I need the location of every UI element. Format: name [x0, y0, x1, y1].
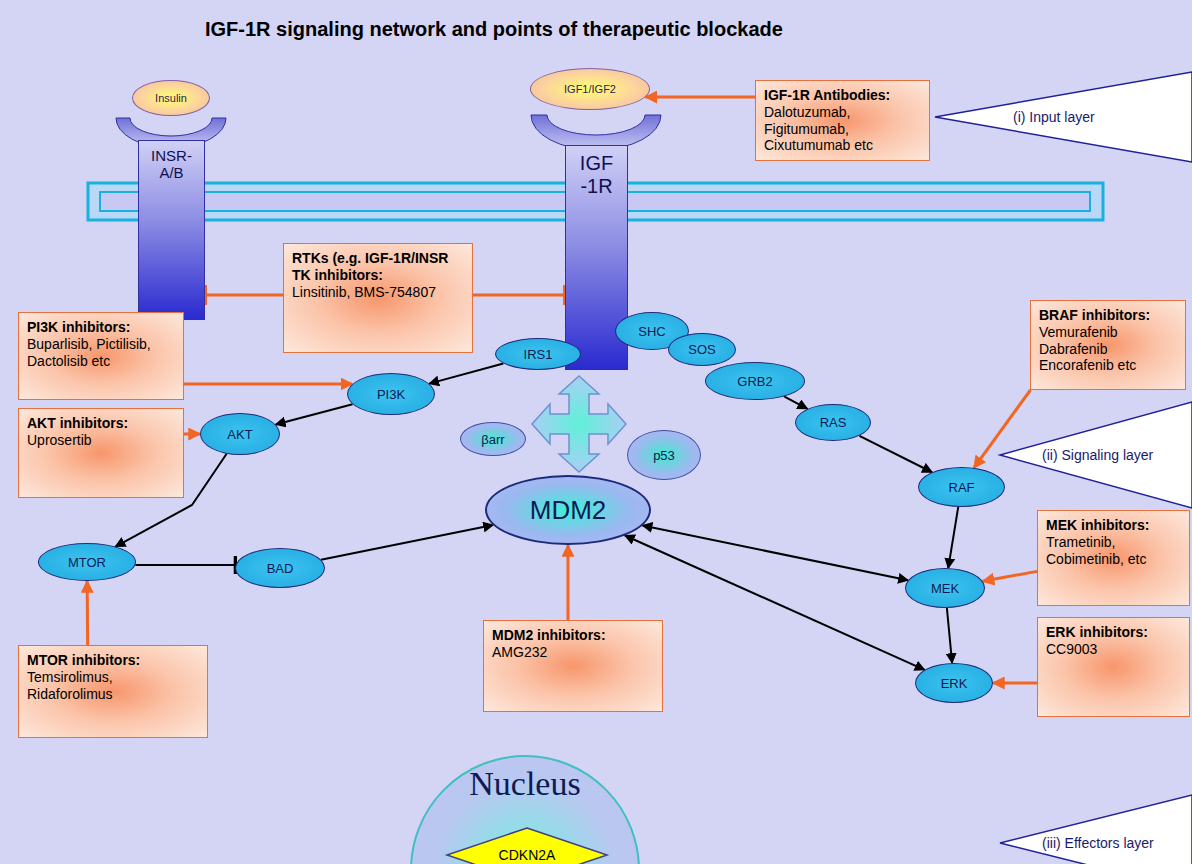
- inhibitor-box: RTKs (e.g. IGF-1R/INSR TK inhibitors:Lin…: [283, 243, 473, 353]
- inhibitor-box: MDM2 inhibitors:AMG232: [483, 620, 663, 712]
- box-body: CC9003: [1046, 641, 1181, 658]
- node-label: IGF1/IGF2: [564, 83, 616, 95]
- node-label: MTOR: [68, 555, 106, 570]
- box-body: Linsitinib, BMS-754807: [292, 284, 464, 301]
- arrow-connector: [321, 525, 493, 560]
- nucleus-circle: NucleusCDKN2A: [410, 755, 640, 864]
- inhibitor-box: IGF-1R Antibodies:Dalotuzumab, Figitumum…: [755, 80, 930, 161]
- box-heading: AKT inhibitors:: [27, 415, 175, 432]
- arrow-connector: [567, 545, 570, 620]
- arrow-connector: [993, 682, 1037, 685]
- box-heading: MEK inhibitors:: [1046, 517, 1181, 534]
- inhibitor-box: PI3K inhibitors:Buparlisib, Pictilisib, …: [18, 312, 184, 400]
- protein-ellipse: GRB2: [705, 362, 805, 400]
- arrow-connector: [859, 436, 932, 472]
- ligand-ellipse: Insulin: [132, 80, 210, 116]
- box-heading: MDM2 inhibitors:: [492, 627, 654, 644]
- protein-ellipse: ERK: [915, 663, 993, 703]
- arrow-connector: [643, 525, 909, 580]
- node-label: INSR-A/B: [141, 147, 202, 181]
- node-label: GRB2: [737, 374, 772, 389]
- hub-ellipse: MDM2: [485, 475, 651, 545]
- gene-diamond: CDKN2A: [447, 828, 607, 864]
- node-label: ERK: [941, 676, 968, 691]
- box-body: Temsirolimus, Ridaforolimus: [27, 669, 199, 703]
- box-body: Buparlisib, Pictilisib, Dactolisib etc: [27, 336, 175, 370]
- node-label: (i) Input layer: [1013, 109, 1095, 125]
- box-heading: RTKs (e.g. IGF-1R/INSR TK inhibitors:: [292, 250, 464, 284]
- node-label: (iii) Effectors layer: [1042, 835, 1154, 851]
- inhibition-line: [205, 294, 283, 297]
- node-label: AKT: [227, 427, 252, 442]
- layer-triangle: (iii) Effectors layer: [1000, 795, 1192, 864]
- layer-triangle: (i) Input layer: [935, 72, 1192, 162]
- node-label: Insulin: [155, 92, 187, 104]
- node-label: (ii) Signaling layer: [1042, 447, 1153, 463]
- box-heading: MTOR inhibitors:: [27, 652, 199, 669]
- arrow-connector: [784, 396, 807, 408]
- node-label: βarr: [481, 432, 504, 447]
- node-label: IGF -1R: [568, 152, 625, 198]
- box-heading: BRAF inhibitors:: [1039, 307, 1177, 324]
- box-body: Uprosertib: [27, 432, 175, 449]
- protein-ellipse: AKT: [200, 413, 280, 455]
- node-label: MDM2: [530, 495, 607, 526]
- node-label: SHC: [638, 324, 665, 339]
- protein-ellipse: MEK: [905, 568, 985, 608]
- protein-ellipse: SOS: [668, 333, 736, 366]
- inhibitor-box: MEK inhibitors:Trametinib, Cobimetinib, …: [1037, 510, 1190, 606]
- arrow-connector: [184, 433, 200, 436]
- receptor-bar: INSR-A/B: [138, 140, 205, 320]
- inhibitor-box: AKT inhibitors:Uprosertib: [18, 408, 184, 498]
- triangle-shape: [1000, 795, 1192, 864]
- node-label: p53: [653, 448, 675, 463]
- triangle-outline: [935, 72, 1192, 162]
- protein-ellipse: RAS: [795, 404, 871, 441]
- node-label: PI3K: [377, 387, 405, 402]
- arrow-connector: [429, 363, 503, 383]
- inhibition-line: [135, 564, 235, 566]
- protein-ellipse: p53: [627, 430, 701, 480]
- box-body: Trametinib, Cobimetinib, etc: [1046, 534, 1181, 568]
- arrow-connector: [948, 507, 958, 568]
- inhibitor-box: ERK inhibitors:CC9003: [1037, 617, 1190, 717]
- protein-ellipse: BAD: [235, 548, 325, 588]
- protein-ellipse: βarr: [460, 422, 526, 456]
- inhibition-line: [473, 294, 565, 297]
- inhibitor-box: MTOR inhibitors:Temsirolimus, Ridaforoli…: [18, 645, 208, 738]
- node-label: RAF: [949, 480, 975, 495]
- box-heading: PI3K inhibitors:: [27, 319, 175, 336]
- arrow-connector: [184, 383, 352, 386]
- protein-ellipse: RAF: [918, 467, 1005, 507]
- node-label: RAS: [820, 415, 847, 430]
- protein-ellipse: MTOR: [38, 543, 136, 581]
- arrow-connector: [645, 96, 755, 99]
- inhibitor-box: BRAF inhibitors:Vemurafenib Dabrafenib E…: [1030, 300, 1186, 390]
- arrow-connector: [86, 581, 90, 645]
- diamond-outline: [447, 828, 607, 864]
- arrow-connector: [276, 404, 353, 424]
- node-label: CDKN2A: [499, 847, 556, 863]
- layer-triangle: (ii) Signaling layer: [1000, 402, 1192, 508]
- arrow-connector: [947, 608, 952, 663]
- arrow-connector: [983, 571, 1037, 581]
- box-body: AMG232: [492, 644, 654, 661]
- protein-ellipse: IRS1: [495, 338, 581, 370]
- box-heading: IGF-1R Antibodies:: [764, 87, 921, 104]
- box-heading: ERK inhibitors:: [1046, 624, 1181, 641]
- triangle-outline: [1000, 795, 1192, 864]
- node-label: Nucleus: [412, 765, 638, 803]
- diagram-title: IGF-1R signaling network and points of t…: [205, 18, 783, 41]
- arrow-connector: [625, 535, 925, 669]
- node-label: SOS: [688, 342, 715, 357]
- node-label: MEK: [931, 581, 959, 596]
- node-label: IRS1: [524, 347, 553, 362]
- protein-ellipse: PI3K: [347, 373, 435, 415]
- box-body: Vemurafenib Dabrafenib Encorafenib etc: [1039, 324, 1177, 374]
- four-way-arrow: [532, 376, 626, 472]
- ligand-ellipse: IGF1/IGF2: [530, 68, 650, 110]
- box-body: Dalotuzumab, Figitumumab, Cixutumumab et…: [764, 104, 921, 154]
- triangle-outline: [1000, 402, 1192, 508]
- node-label: BAD: [267, 561, 294, 576]
